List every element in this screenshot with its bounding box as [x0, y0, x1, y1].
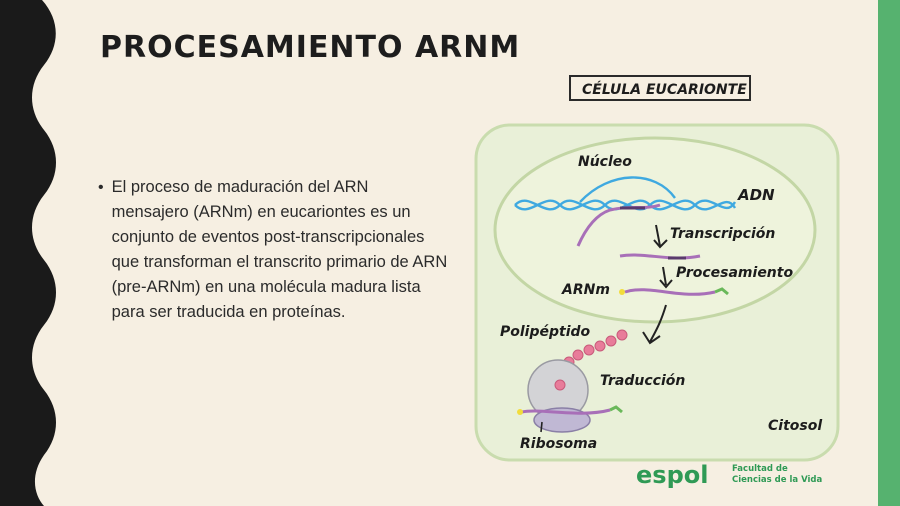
slide-title: PROCESAMIENTO ARNM — [100, 30, 521, 65]
translation-label: Traducción — [600, 373, 685, 389]
bullet-list: • El proceso de maduración del ARN mensa… — [98, 175, 448, 325]
poly-a-tail — [714, 287, 729, 296]
dna-label: ADN — [737, 186, 775, 204]
transcription-label: Transcripción — [670, 226, 775, 242]
nucleus-label: Núcleo — [578, 154, 632, 170]
translated-mrna-cap — [517, 409, 523, 415]
logo-brand: espol — [636, 461, 708, 489]
logo-faculty-text: Facultad de Ciencias de la Vida — [732, 464, 822, 486]
polypeptide-label: Polipéptido — [500, 324, 591, 340]
translated-mrna-tail — [609, 405, 623, 414]
pre-mrna — [619, 253, 701, 260]
cytosol-label: Citosol — [768, 418, 822, 434]
mrna-label: ARNm — [561, 282, 610, 298]
mrna-processing-diagram: CÉLULA EUCARIONTE Núcleo ADN Transcripci… — [474, 75, 840, 462]
left-wave-band — [0, 0, 56, 506]
espol-logo-mark: espol — [636, 461, 708, 489]
dna-strand-2 — [514, 199, 737, 211]
nascent-rna — [576, 203, 661, 247]
logo-line-2: Ciencias de la Vida — [732, 475, 823, 485]
bullet-marker: • — [98, 179, 104, 196]
arrow-transcription — [653, 224, 668, 249]
arrow-processing — [659, 266, 673, 289]
bullet-text: El proceso de maduración del ARN mensaje… — [111, 178, 448, 321]
nucleus — [493, 136, 817, 324]
mrna-cap — [619, 289, 625, 295]
cell-label-box — [569, 75, 751, 101]
cell-label: CÉLULA EUCARIONTE — [582, 81, 747, 98]
espol-logo: espol Facultad de Ciencias de la Vida — [636, 460, 822, 490]
ribosome-label: Ribosoma — [520, 436, 597, 452]
mature-mrna — [624, 288, 716, 296]
ribosome-trna-site — [554, 379, 566, 391]
dna-open-bubble — [579, 176, 676, 203]
logo-line-1: Facultad de — [732, 464, 788, 474]
right-accent-bar — [878, 0, 900, 506]
arrow-export — [642, 304, 667, 345]
ribosome-pointer — [540, 421, 543, 433]
processing-label: Procesamiento — [676, 265, 793, 281]
translated-mrna — [521, 408, 611, 415]
